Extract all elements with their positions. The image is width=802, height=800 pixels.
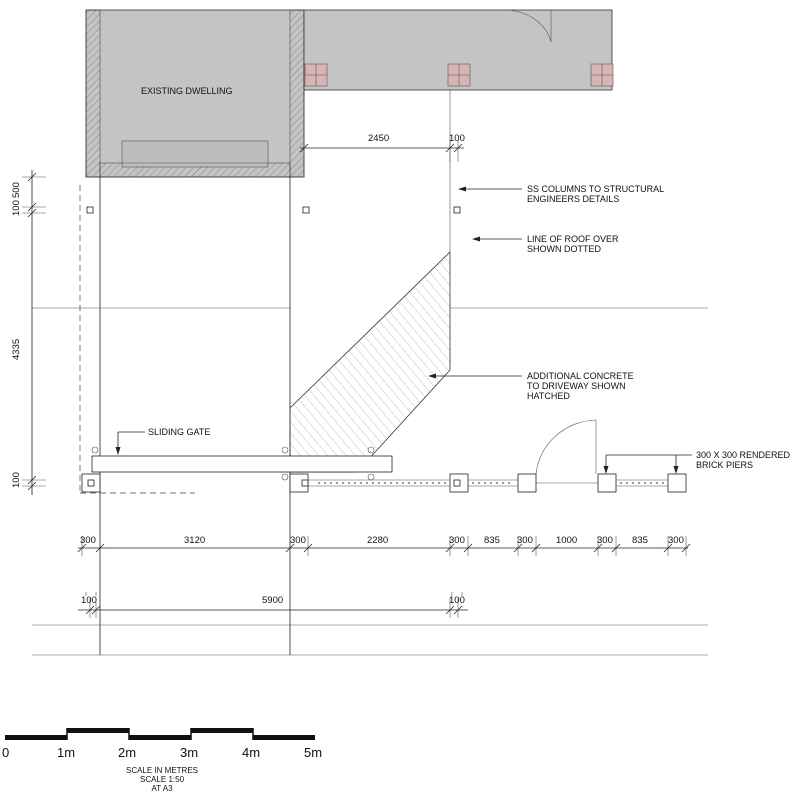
dim-r1-5: 835 xyxy=(484,535,500,546)
note-brick-piers-2: BRICK PIERS xyxy=(696,460,753,470)
dim-left-100a: 100 xyxy=(11,200,22,216)
dim-r1-3: 2280 xyxy=(367,535,388,546)
scale-tick-5: 5m xyxy=(304,745,322,760)
dim-r1-8: 300 xyxy=(597,535,613,546)
dim-r2-0: 100 xyxy=(81,595,97,606)
dim-r1-0: 300 xyxy=(80,535,96,546)
note-ss-columns-1: SS COLUMNS TO STRUCTURAL xyxy=(527,184,664,194)
dim-r1-9: 835 xyxy=(632,535,648,546)
note-sliding-gate: SLIDING GATE xyxy=(148,427,210,437)
sliding-gate xyxy=(91,446,393,481)
scale-caption-3: AT A3 xyxy=(151,784,173,793)
annotations: SS COLUMNS TO STRUCTURAL ENGINEERS DETAI… xyxy=(115,184,791,474)
note-ss-columns-2: ENGINEERS DETAILS xyxy=(527,194,619,204)
dim-left-500: 500 xyxy=(11,182,22,198)
scale-tick-3: 3m xyxy=(180,745,198,760)
dim-r1-7: 1000 xyxy=(556,535,577,546)
note-concrete-3: HATCHED xyxy=(527,391,570,401)
scale-caption-1: SCALE IN METRES xyxy=(126,766,198,775)
additional-concrete-area xyxy=(289,251,451,473)
note-concrete-2: TO DRIVEWAY SHOWN xyxy=(527,381,626,391)
scale-tick-0: 0 xyxy=(2,745,9,760)
dimension-row-1: 300 3120 300 2280 300 835 300 1000 300 8… xyxy=(77,535,691,556)
dim-top-post: 100 xyxy=(449,133,465,144)
dim-top-span: 2450 xyxy=(368,133,389,144)
extension-columns xyxy=(304,63,614,87)
existing-dwelling-label: EXISTING DWELLING xyxy=(141,86,233,96)
top-dimensions: 2450 100 xyxy=(299,133,465,162)
existing-dwelling: EXISTING DWELLING xyxy=(85,9,614,178)
site-lines xyxy=(32,90,708,656)
dim-r2-1: 5900 xyxy=(262,595,283,606)
scale-tick-2: 2m xyxy=(118,745,136,760)
dim-left-100b: 100 xyxy=(11,472,22,488)
scale-caption-2: SCALE 1:50 xyxy=(140,775,185,784)
dim-r1-2: 300 xyxy=(290,535,306,546)
dim-r1-4: 300 xyxy=(449,535,465,546)
dimension-row-2: 100 5900 100 xyxy=(78,592,468,618)
note-concrete-1: ADDITIONAL CONCRETE xyxy=(527,371,634,381)
note-roof-line-2: SHOWN DOTTED xyxy=(527,244,601,254)
scale-tick-4: 4m xyxy=(242,745,260,760)
ss-columns xyxy=(86,206,461,214)
scale-tick-1: 1m xyxy=(57,745,75,760)
note-brick-piers-1: 300 X 300 RENDERED xyxy=(696,450,791,460)
dim-r2-2: 100 xyxy=(449,595,465,606)
front-fence xyxy=(81,419,687,493)
note-roof-line-1: LINE OF ROOF OVER xyxy=(527,234,619,244)
dim-left-4335: 4335 xyxy=(11,339,22,360)
dim-r1-6: 300 xyxy=(517,535,533,546)
left-dimensions: 100 500 4335 100 xyxy=(11,170,46,495)
dim-r1-10: 300 xyxy=(668,535,684,546)
dim-r1-1: 3120 xyxy=(184,535,205,546)
scale-bar: 0 1m 2m 3m 4m 5m SCALE IN METRES SCALE 1… xyxy=(2,728,322,793)
